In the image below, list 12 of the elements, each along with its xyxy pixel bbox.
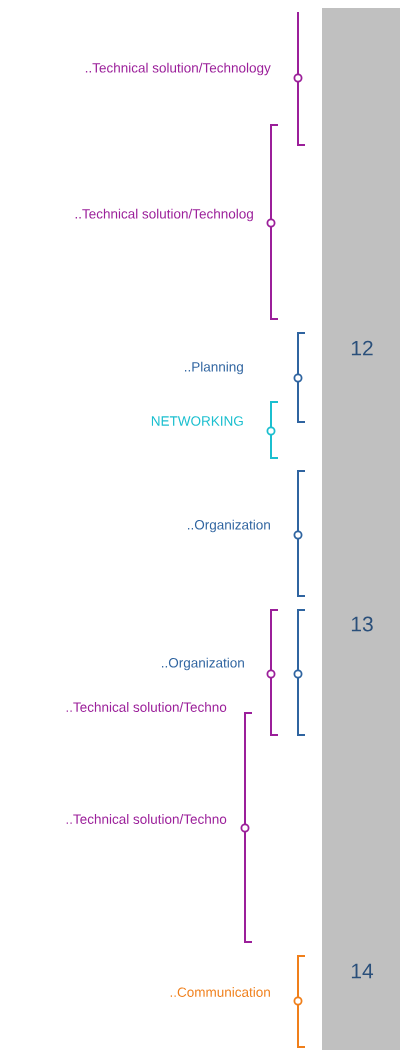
week-number: 14 bbox=[351, 963, 374, 979]
week-number: 13 bbox=[351, 616, 373, 632]
timeline-label: NETWORKING bbox=[151, 416, 243, 426]
timeline-label: ..Technical solution/Technolog bbox=[75, 208, 253, 222]
timeline-label: ..Planning bbox=[185, 361, 243, 375]
timeline-label: ..Technical solution/Techno bbox=[66, 814, 227, 824]
timeline-label: ..Organization bbox=[188, 519, 270, 533]
timeline-label: ..Organization bbox=[162, 657, 244, 671]
timeline-label: ..Technical solution/Techno bbox=[66, 702, 227, 712]
timeline-label: ..Communication bbox=[170, 987, 270, 997]
week-number: 12 bbox=[351, 340, 373, 356]
timeline-label: ..Technical solution/Technology bbox=[85, 62, 271, 76]
